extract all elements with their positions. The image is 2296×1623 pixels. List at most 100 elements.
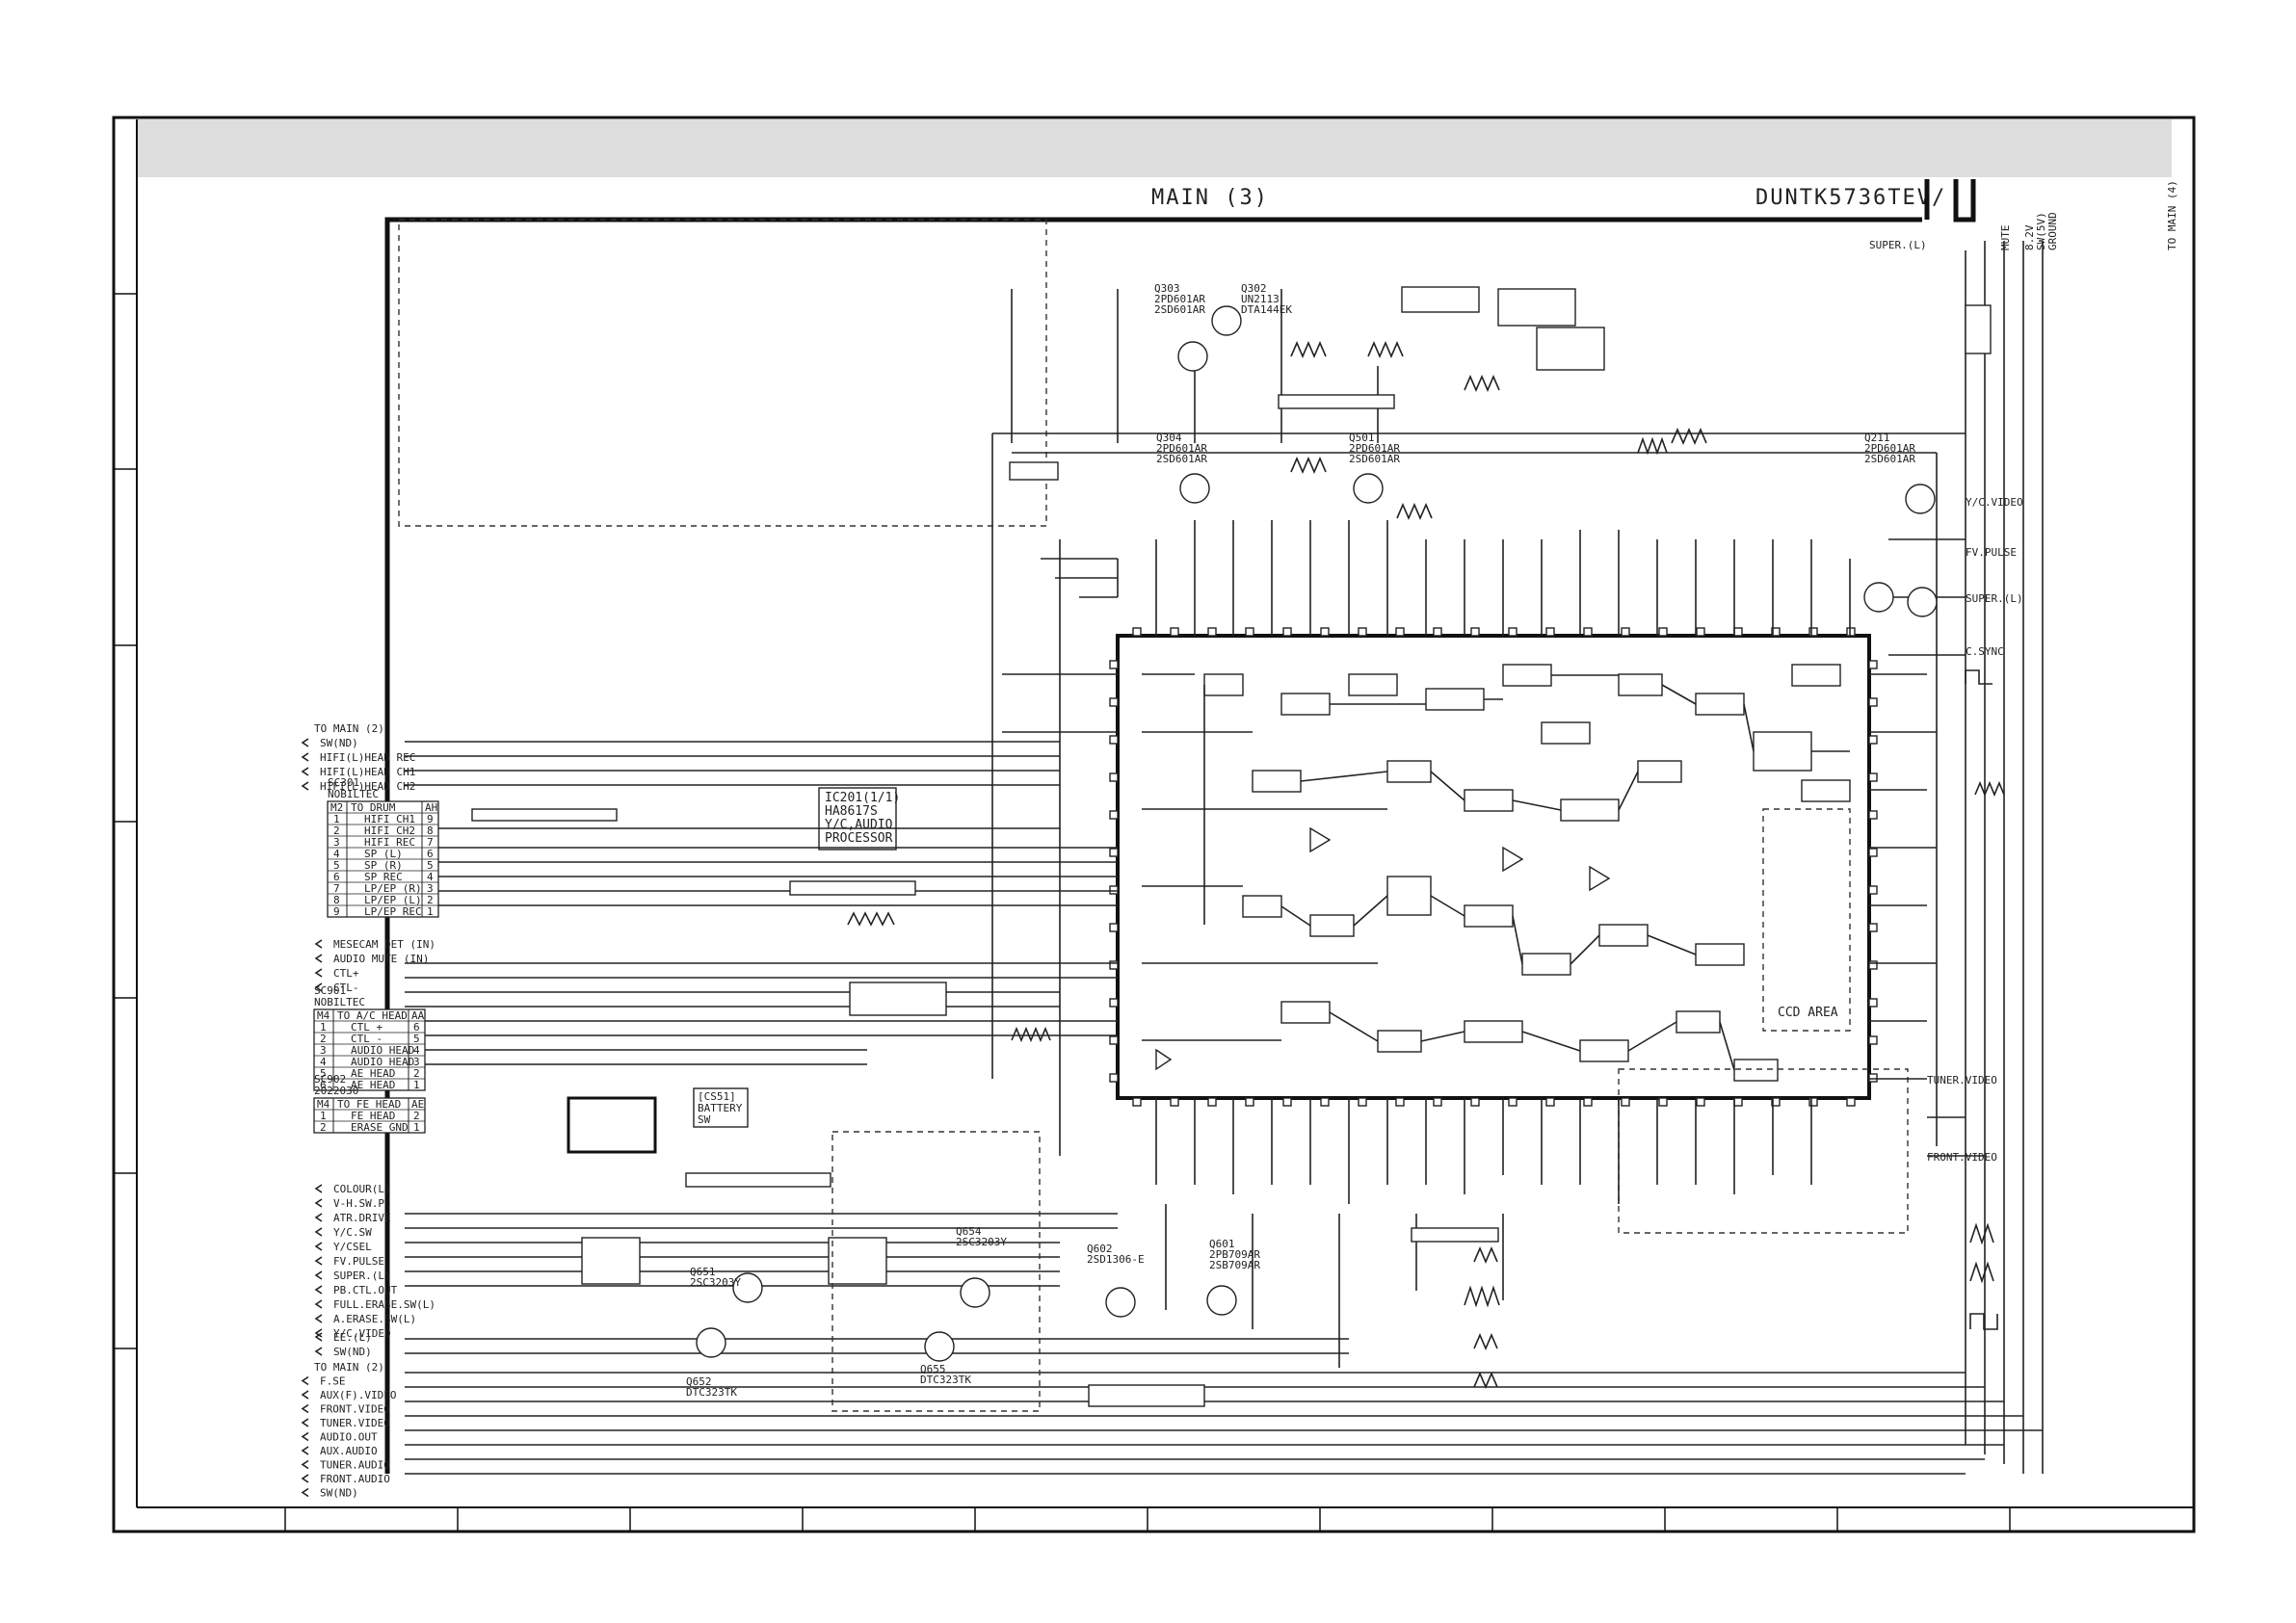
connector-head: TO FE HEAD (337, 1098, 401, 1111)
connector-arrow (301, 781, 309, 791)
ic201-ref: IC201(1/1) (825, 791, 900, 805)
connector-pin: 1 (320, 1021, 327, 1034)
ic-pin (1109, 923, 1119, 932)
connector-ref: SC901 (314, 984, 346, 997)
signal-label: FULL.ERASE.SW(L) (333, 1298, 435, 1311)
transistor-ref: Q304 (1156, 432, 1182, 444)
ic-pin (1358, 1097, 1367, 1107)
signal-label: TUNER.AUDIO (320, 1459, 390, 1472)
model-code: DUNTK5736TEV/ (1755, 186, 1946, 210)
ic201-pins-top (1132, 627, 1856, 637)
ic-pin (1621, 627, 1630, 637)
t651-transformer (581, 1237, 641, 1285)
connector-pin: 6 (333, 871, 340, 883)
connector-signal: LP/EP REC (364, 905, 422, 918)
ic-pin (1658, 627, 1668, 637)
connector-pos: 1 (427, 905, 434, 918)
transistor-alt: DTA144EK (1241, 303, 1292, 316)
ic-pin (1470, 627, 1480, 637)
ic201-internal-blocks (1142, 664, 1851, 1082)
transistor-alt: 2SD601AR (1156, 453, 1207, 465)
ic-pin (1282, 627, 1292, 637)
battery-switch-line2: SW (698, 1113, 711, 1126)
connector-head: TO A/C HEAD (337, 1009, 408, 1022)
connector-signal: AUDIO HEAD (351, 1056, 414, 1068)
ic-pin (1109, 848, 1119, 857)
connector-head: M4 (317, 1098, 330, 1111)
ic-pin (1320, 1097, 1330, 1107)
ic-pin (1282, 1097, 1292, 1107)
transistor-ref: Q302 (1241, 282, 1267, 295)
q651-block (567, 1096, 657, 1154)
note-tables (471, 286, 1992, 1407)
ic-pin (1733, 1097, 1743, 1107)
connector-pin: 4 (333, 848, 340, 860)
connector-head: M4 (317, 1009, 330, 1022)
right-signal-label: FRONT.VIDEO (1927, 1151, 1997, 1164)
ic-pin (1846, 627, 1856, 637)
connector-arrow (314, 1299, 323, 1309)
right-signal-label: SUPER.(L) (1869, 239, 1927, 251)
ic-pin (1868, 697, 1878, 707)
ic201-pins-right (1868, 660, 1878, 1083)
section-title: MAIN (3) (1151, 186, 1269, 210)
connector-arrow (314, 1198, 323, 1208)
ic201-body (1116, 634, 1871, 1100)
connector-signal: AE HEAD (351, 1079, 395, 1091)
connector-arrow (314, 1213, 323, 1222)
battery-switch-line1: BATTERY (698, 1102, 743, 1114)
ic201-pins-left (1109, 660, 1119, 1083)
ic-pin (1771, 627, 1781, 637)
connector-ref: SC301 (328, 776, 359, 789)
connector-signal: FE HEAD (351, 1110, 395, 1122)
right-signal-label: TUNER.VIDEO (1927, 1074, 1997, 1086)
ic-pin (1395, 1097, 1405, 1107)
connector-pos: 7 (427, 836, 434, 849)
ic-pin (1109, 810, 1119, 820)
transistor-type: 2SC3203Y (690, 1276, 741, 1289)
connector-arrow (314, 954, 323, 963)
signal-group-title: TO MAIN (2) (314, 722, 384, 735)
ic-pin (1583, 627, 1593, 637)
transistor-type: 2PD601AR (1154, 293, 1205, 305)
connector-pos: 9 (427, 813, 434, 825)
connector-head: AA (411, 1009, 425, 1022)
connector-pin: 8 (333, 894, 340, 906)
connector-signal: AE HEAD (351, 1067, 395, 1080)
ic-pin (1470, 1097, 1480, 1107)
connector-pos: 4 (427, 871, 434, 883)
waveform-glyphs (847, 340, 2005, 1390)
ic-pin (1545, 627, 1555, 637)
connector-pos: 3 (427, 882, 434, 895)
connector-pin: 5 (333, 859, 340, 872)
vertical-label: GROUND (2046, 212, 2059, 250)
ic-pin (1358, 627, 1367, 637)
connector-arrow (314, 1332, 323, 1342)
connector-signal: HIFI REC (364, 836, 415, 849)
transistor-symbols (696, 305, 1938, 1362)
signal-label: Y/CSEL (333, 1241, 372, 1253)
connector-arrow (314, 1285, 323, 1295)
transistor-alt: 2SD601AR (1154, 303, 1205, 316)
right-signals: SUPER.(L)Y/C.VIDEOFV.PULSESUPER.(L)C.SYN… (1869, 239, 2023, 1164)
ic-pin (1545, 1097, 1555, 1107)
connector-arrow (301, 1375, 309, 1386)
connector-pos: 5 (413, 1033, 420, 1045)
transistor-type: UN2113 (1241, 293, 1280, 305)
signal-label: HIFI(L)HEAD REC (320, 751, 415, 764)
row-grid-ticks (114, 293, 137, 1349)
ic-pin (1868, 848, 1878, 857)
connector-arrow (301, 1474, 309, 1483)
connector-arrow (301, 1418, 309, 1427)
ic-pin (1109, 772, 1119, 782)
connector-table (313, 1097, 426, 1134)
connector-pin: 2 (320, 1033, 327, 1045)
ic-pin (1846, 1097, 1856, 1107)
ic-pin (1808, 627, 1818, 637)
ic-pin (1868, 660, 1878, 669)
connector-arrow (314, 1270, 323, 1280)
connector-arrow (314, 939, 323, 949)
ic-pin (1207, 627, 1217, 637)
ic-pin (1109, 960, 1119, 970)
connector-pin: 7 (333, 882, 340, 895)
